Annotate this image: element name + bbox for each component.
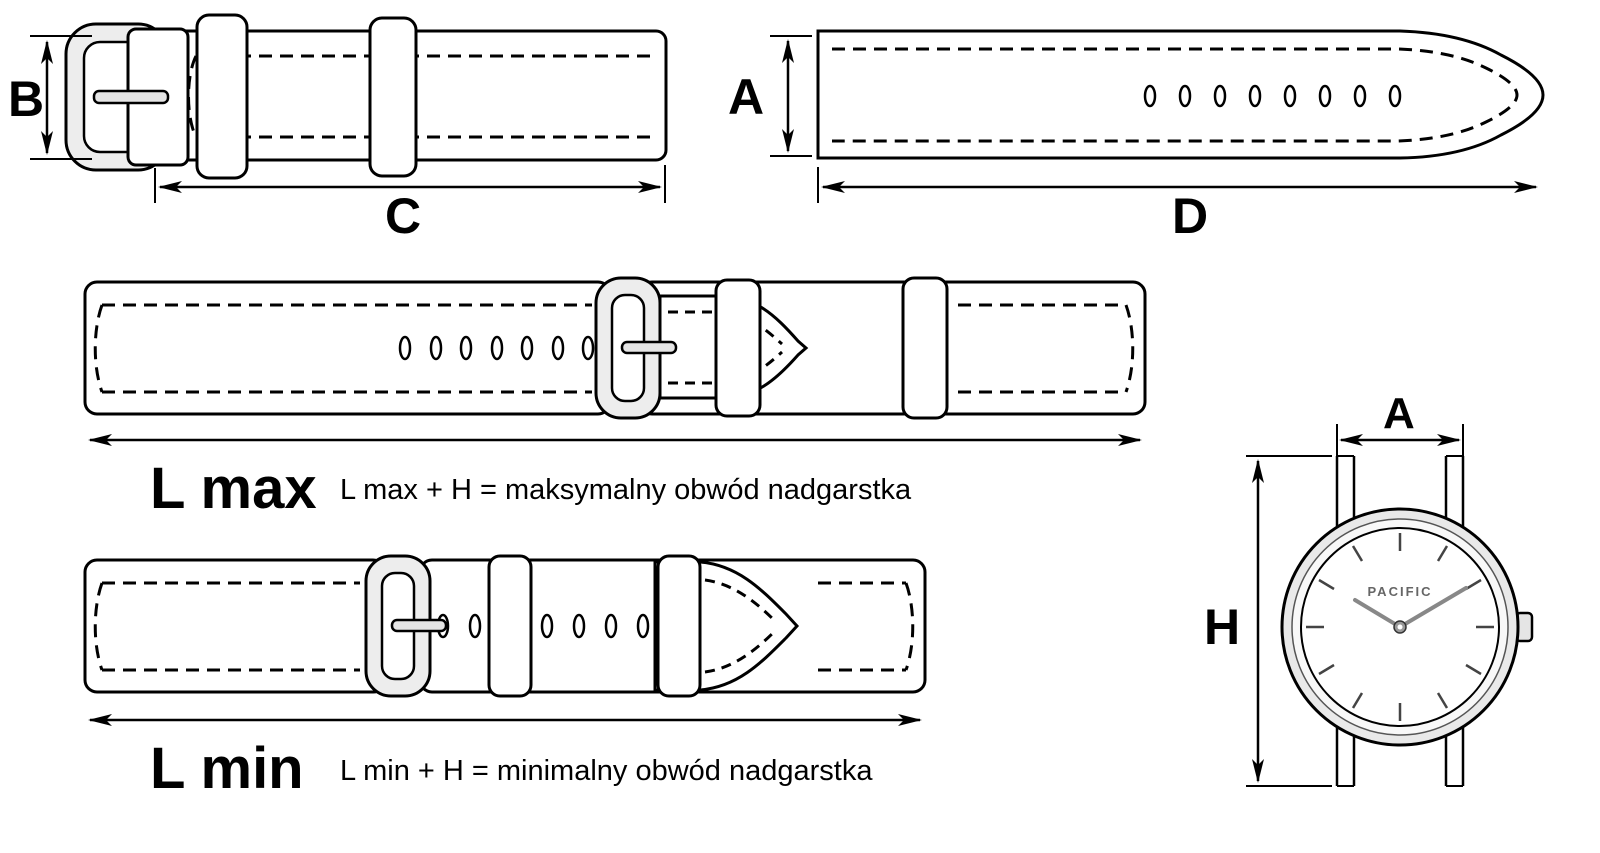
dimension-lmax: L max L max + H = maksymalny obwód nadga…: [88, 434, 1142, 521]
buckle: [364, 554, 448, 698]
buckle-prong: [390, 618, 448, 633]
watch-lugs-bottom: [1335, 727, 1465, 787]
lmin-label: L min: [150, 736, 304, 801]
stitching: [187, 54, 652, 139]
buckle: [594, 276, 678, 420]
dim-label-b: B: [8, 71, 44, 127]
keeper-loop: [714, 278, 762, 418]
strap-holes: [398, 335, 595, 361]
dimension-d: D: [817, 167, 1538, 244]
dim-label-a-top: A: [728, 69, 764, 125]
dim-label-d: D: [1172, 188, 1208, 244]
lmax-label: L max: [150, 456, 317, 521]
keeper-loop: [195, 13, 249, 180]
stitching-left: [93, 303, 592, 394]
watch-lugs-top: [1335, 455, 1465, 527]
lmin-formula: L min + H = minimalny obwód nadgarstka: [340, 755, 873, 787]
watch-hands: [1353, 586, 1468, 634]
watch-brand: PACIFIC: [1367, 584, 1432, 599]
stitching-right: [958, 303, 1135, 394]
strap-lmax: [83, 276, 1147, 420]
stitching: [832, 47, 1519, 143]
keeper-loop: [487, 554, 533, 698]
dim-label-h: H: [1204, 599, 1240, 655]
dimension-b: B: [8, 35, 92, 160]
dimension-h: H: [1204, 455, 1332, 787]
tail-strap-piece: [816, 29, 1545, 160]
keeper-loop: [368, 16, 418, 178]
buckle-strap-piece: [64, 13, 668, 180]
dimension-a-top: A: [728, 35, 812, 157]
keeper-loop: [656, 554, 702, 698]
watch-hour-markers: [1306, 533, 1494, 721]
strap-holes: [436, 613, 650, 639]
tip-stitching: [704, 578, 778, 674]
stitching-right: [818, 581, 915, 672]
dimension-lmin: L min L min + H = minimalny obwód nadgar…: [88, 714, 922, 801]
buckle-prong: [92, 89, 170, 105]
stitching-left: [93, 581, 360, 672]
buckle: [64, 22, 190, 172]
dim-label-a-watch: A: [1383, 389, 1415, 438]
strap-lmin: [83, 554, 927, 698]
dimension-a-watch: A: [1336, 389, 1464, 466]
strap-holes: [1143, 84, 1402, 108]
strap-left-half: [83, 558, 387, 694]
keeper-loop: [901, 276, 949, 420]
lmax-formula: L max + H = maksymalny obwód nadgarstka: [340, 474, 912, 506]
watch-drawing: PACIFIC: [1280, 455, 1534, 787]
dimension-c: C: [154, 165, 666, 244]
buckle-prong: [620, 340, 678, 355]
dim-label-c: C: [385, 188, 421, 244]
